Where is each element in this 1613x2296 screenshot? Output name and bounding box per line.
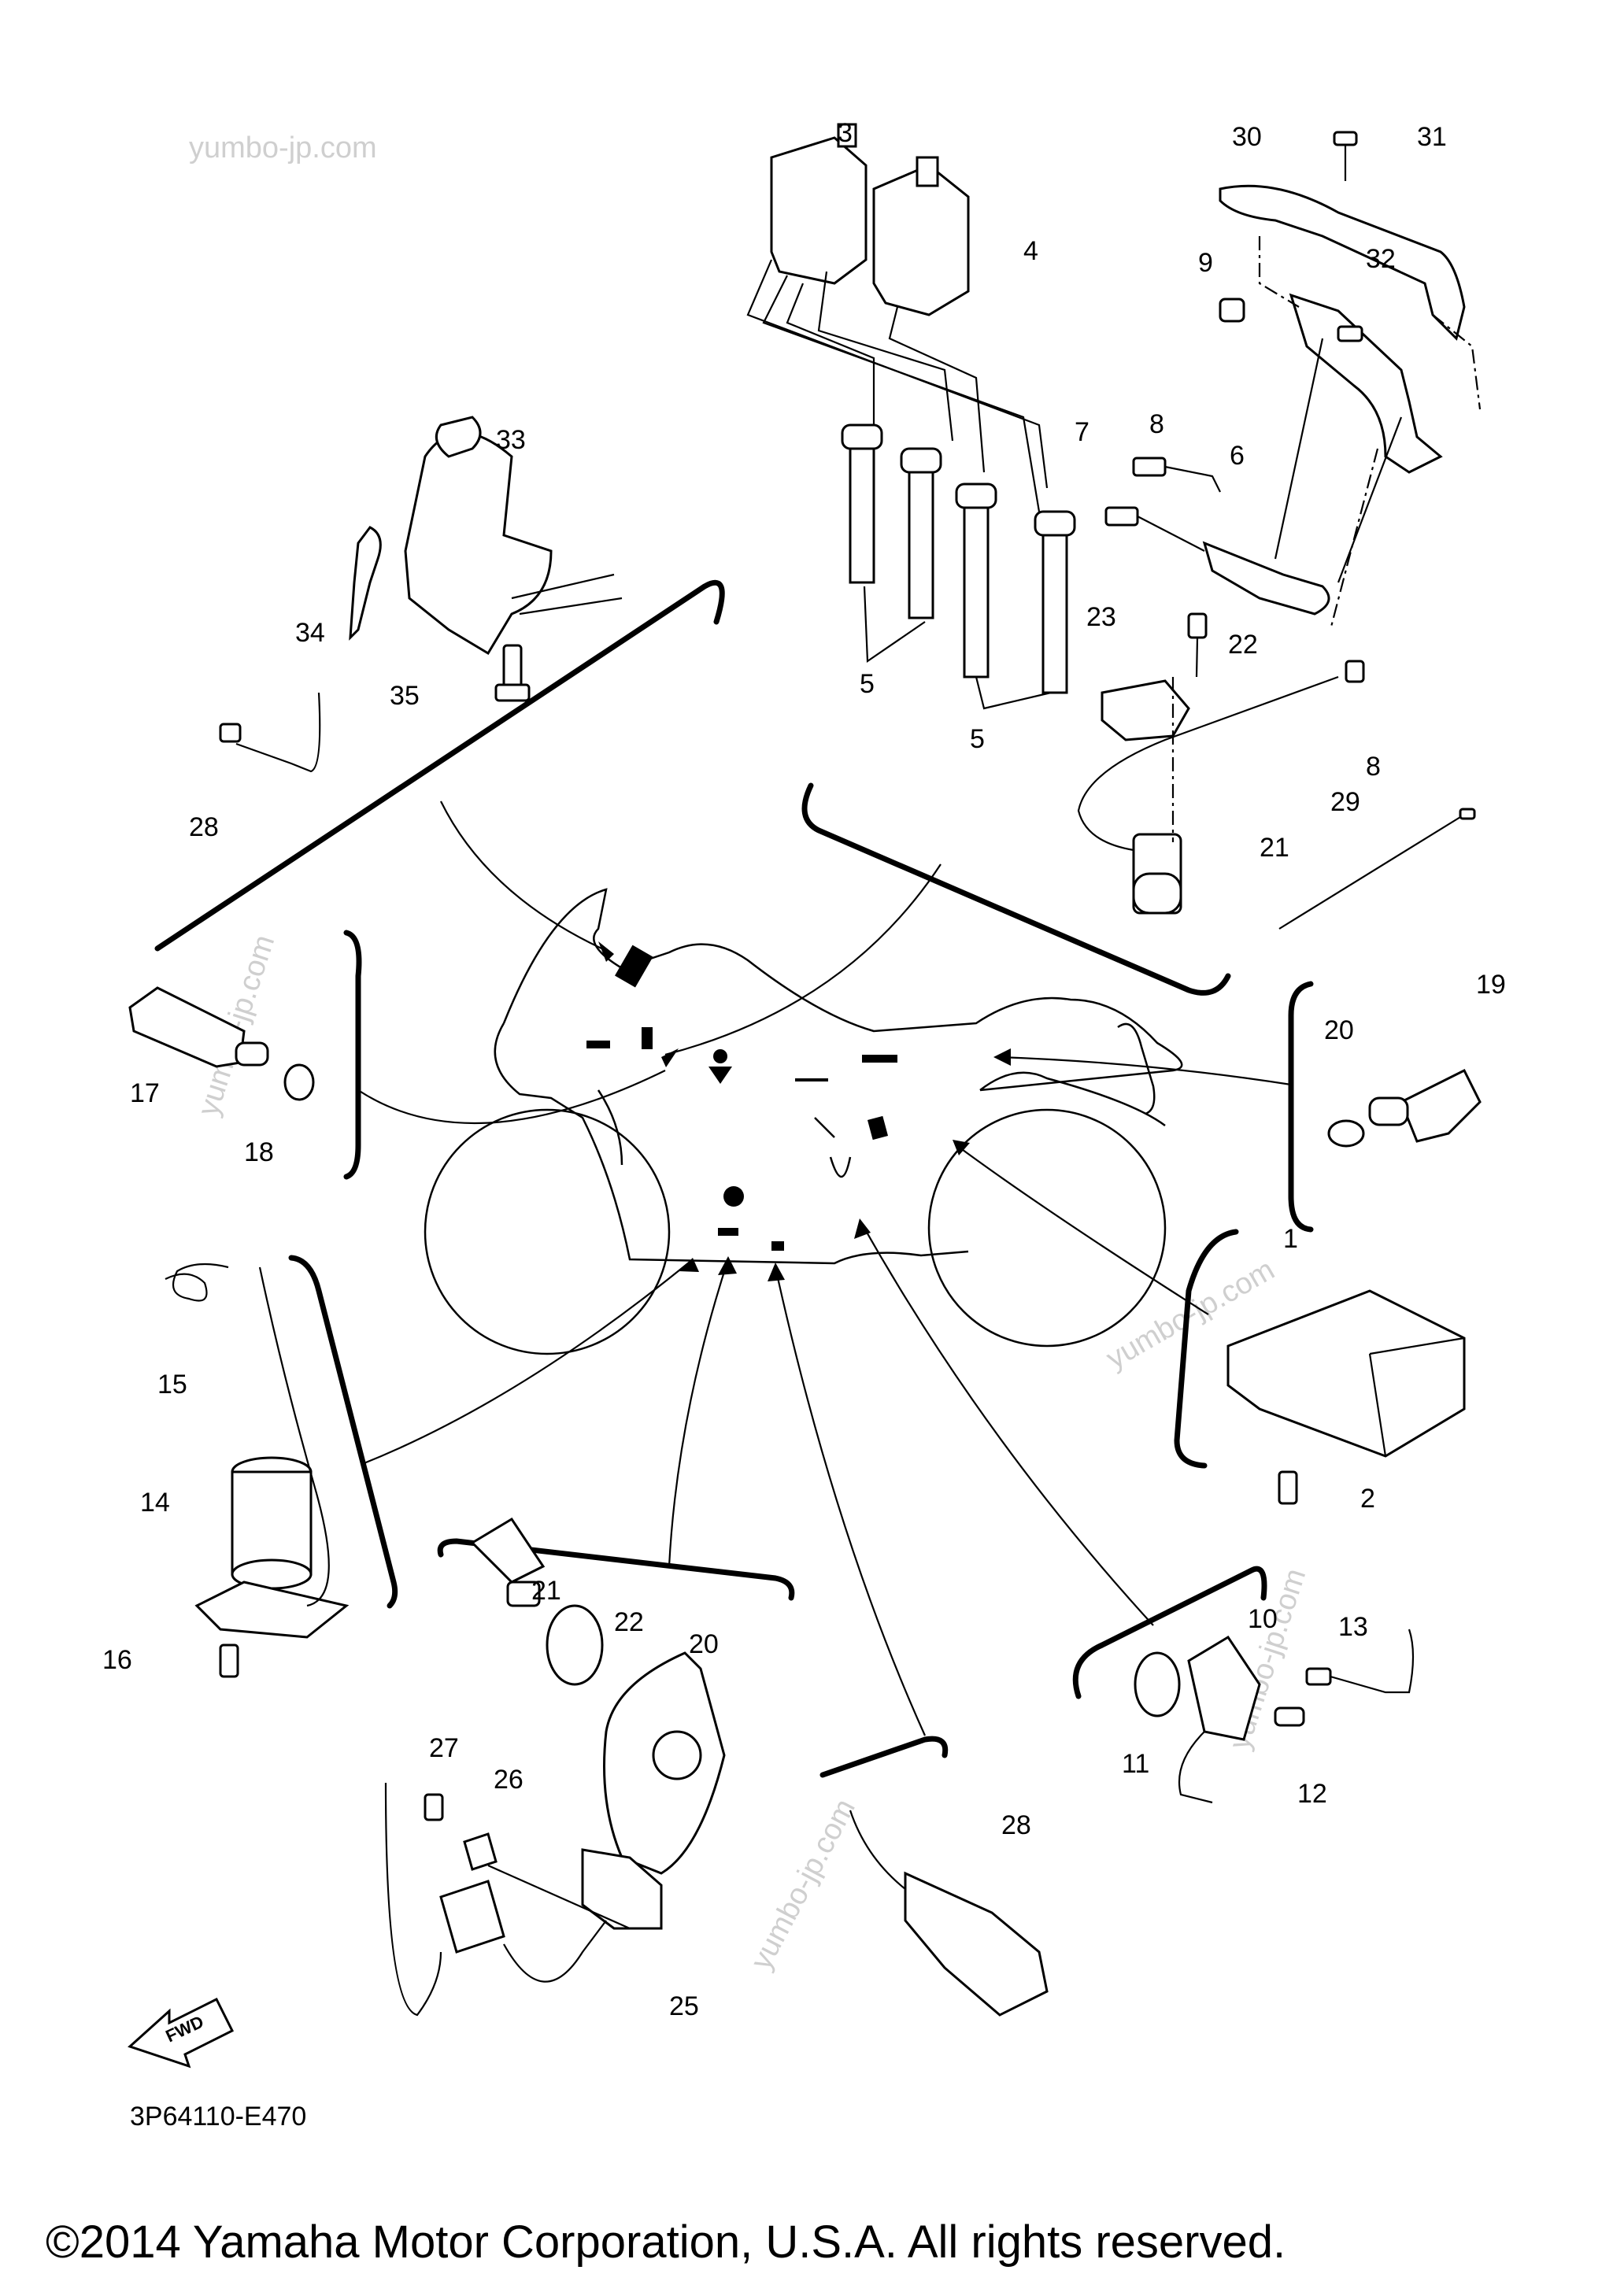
callout-label: 8	[1366, 752, 1381, 782]
spark-plug-cap	[841, 423, 883, 584]
callout-label: 5	[860, 669, 875, 699]
callout-label: 6	[1230, 441, 1245, 471]
callout-label: 12	[1297, 1779, 1327, 1809]
callout-label: 29	[1330, 787, 1360, 817]
spark-plug-cap	[955, 482, 997, 678]
bracket-assembly	[1104, 131, 1482, 683]
callout-label: 26	[494, 1765, 523, 1795]
actuator	[165, 1263, 350, 1678]
callout-label: 7	[1075, 417, 1090, 447]
pickup-coil	[384, 1782, 663, 2017]
oxygen-sensor	[849, 1810, 1049, 2017]
pickup-rotor	[470, 1517, 726, 1875]
harness-clip	[235, 692, 321, 773]
throttle-sensor	[1134, 1629, 1415, 1804]
callout-label: 11	[1122, 1749, 1149, 1779]
spark-plug-cap	[1034, 510, 1076, 694]
callout-label: 19	[1476, 970, 1506, 1000]
callout-label: 23	[1086, 602, 1116, 632]
callout-label: 28	[189, 812, 219, 842]
callout-label: 21	[531, 1576, 561, 1606]
cable-tie-head	[1459, 808, 1476, 820]
cable-tie	[1278, 814, 1465, 930]
watermark-text: yumbo-jp.com	[189, 131, 377, 165]
callout-label: 33	[496, 425, 526, 455]
watermark-text: yumbo-jp.com	[745, 1794, 862, 1975]
harness-clip-head	[219, 723, 242, 743]
callout-label: 31	[1417, 122, 1447, 152]
callout-label: 14	[140, 1488, 170, 1518]
callout-label: 20	[689, 1629, 719, 1659]
callout-label: 22	[614, 1607, 644, 1637]
callout-label: 2	[1360, 1484, 1375, 1514]
spark-plug-cap	[900, 447, 942, 619]
callout-label: 20	[1324, 1015, 1354, 1045]
pressure-switch	[1327, 1068, 1482, 1148]
callout-label: 34	[295, 618, 325, 648]
callout-label: 9	[1198, 248, 1213, 278]
ignition-coils	[746, 123, 1076, 710]
group-brackets	[154, 579, 1314, 1778]
callout-label: 10	[1248, 1604, 1278, 1634]
callout-label: 8	[1149, 409, 1164, 439]
callout-label: 27	[429, 1733, 459, 1763]
callout-label: 13	[1338, 1612, 1368, 1642]
callout-label: 4	[1023, 236, 1038, 266]
callout-label: 25	[669, 1991, 699, 2021]
leader-arrows	[357, 800, 1292, 1736]
callout-label: 3	[838, 118, 853, 148]
fwd-arrow-icon: FWD	[128, 1997, 235, 2069]
callout-label: 17	[130, 1078, 160, 1108]
crank-sensor	[1077, 612, 1339, 915]
callout-label: 21	[1260, 833, 1289, 863]
callout-label: 15	[157, 1370, 187, 1399]
callout-labels: 3 4 5 5 6 7 8 8 9 30 31 32 23 22 21 29 3…	[102, 118, 1506, 2021]
callout-label: 22	[1228, 630, 1258, 660]
callout-label: 5	[970, 724, 985, 754]
part-code: 3P64110-E470	[130, 2102, 306, 2131]
main-switch	[349, 416, 623, 702]
callout-label: 28	[1001, 1810, 1031, 1840]
callout-label: 35	[390, 681, 420, 711]
copyright-notice: ©2014 Yamaha Motor Corporation, U.S.A. A…	[46, 2217, 1286, 2268]
callout-label: 16	[102, 1645, 132, 1675]
callout-label: 32	[1366, 244, 1396, 274]
ecu	[1226, 1289, 1466, 1505]
motorcycle-outline	[424, 888, 1183, 1355]
callout-label: 30	[1232, 122, 1262, 152]
temp-sensor	[128, 986, 315, 1101]
callout-label: 18	[244, 1137, 274, 1167]
callout-label: 1	[1283, 1224, 1298, 1254]
